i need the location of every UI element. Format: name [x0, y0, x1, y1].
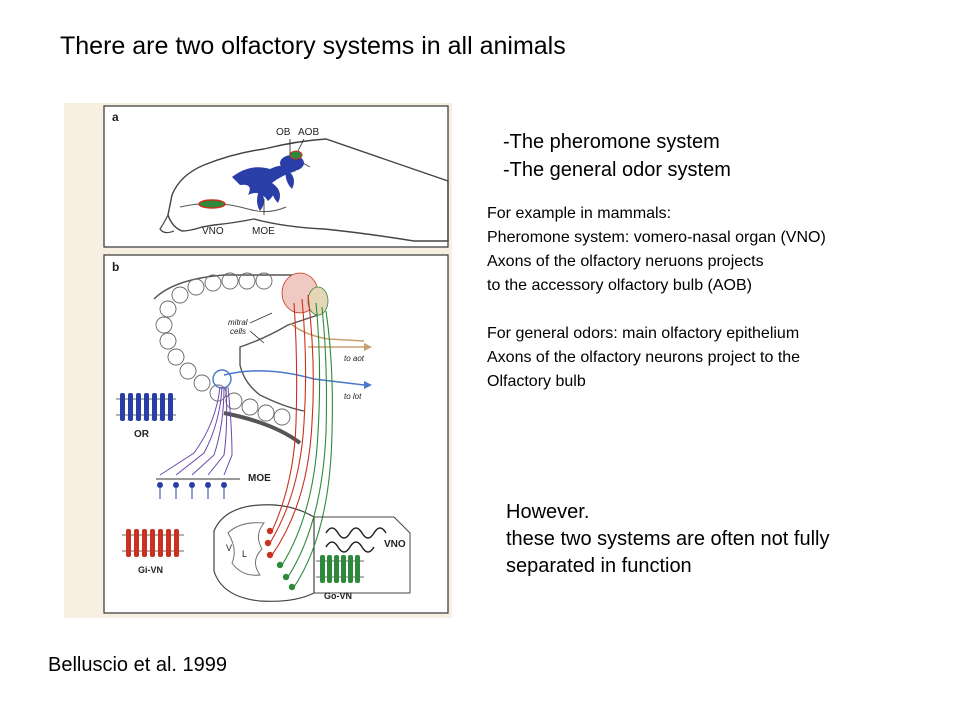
moe-axons: [159, 386, 233, 476]
label-vno-b: VNO: [384, 539, 406, 550]
label-to-aot: to aot: [344, 354, 365, 363]
label-gi-vn: Gi-VN: [138, 565, 163, 575]
olfactory-figure: a OB AOB VNO MOE: [64, 103, 452, 618]
snout-outline: [159, 214, 175, 234]
tan-mitral-axon: [289, 322, 365, 342]
aob-blob: [289, 150, 303, 160]
however-line: these two systems are often not fully: [506, 528, 830, 550]
example-line: Olfactory bulb: [487, 373, 586, 390]
label-moe-b: MOE: [248, 473, 271, 484]
moe-dendrites: [159, 488, 225, 499]
slide-title: There are two olfactory systems in all a…: [60, 32, 566, 60]
label-or: OR: [134, 429, 150, 440]
label-ob: OB: [276, 127, 291, 138]
vno-axons: [269, 294, 333, 588]
label-v: V: [226, 543, 232, 553]
label-cells: cells: [230, 327, 246, 336]
panel-b-letter: b: [112, 260, 119, 274]
olfactory-diagram: a OB AOB VNO MOE: [64, 103, 452, 618]
citation: Belluscio et al. 1999: [48, 654, 228, 676]
vno-receptor-coil: [325, 527, 387, 539]
however-line: However.: [506, 501, 590, 523]
vno-blob: [198, 199, 226, 209]
lot-line: [223, 370, 365, 386]
or-receptor: [116, 393, 176, 421]
lot-arrow: [364, 381, 372, 389]
example-line: [487, 298, 826, 322]
however-line: separated in function: [506, 555, 692, 577]
vno-green-neurons: [276, 561, 296, 591]
head-outline: [167, 138, 449, 242]
example-line: For general odors: main olfactory epithe…: [487, 325, 800, 342]
moe-turbinates: [232, 165, 296, 211]
mitral-pointer-2: [249, 330, 265, 344]
label-l: L: [242, 549, 247, 559]
panel-a-letter: a: [112, 110, 119, 124]
vno-red-neurons: [264, 527, 274, 559]
go-vn-receptor: [316, 555, 364, 583]
however-block: However. these two systems are often not…: [506, 499, 830, 580]
example-line: Axons of the olfactory neurons project t…: [487, 349, 801, 366]
example-line: Pheromone system: vomero-nasal organ (VN…: [487, 229, 826, 246]
aot-arrow: [364, 343, 372, 351]
vno-box: [314, 516, 411, 594]
aob-posterior: [307, 286, 329, 316]
aob-pointer: [297, 138, 305, 152]
vno-receptor-coil-2: [325, 541, 375, 553]
example-line: to the accessory olfactory bulb (AOB): [487, 277, 752, 294]
label-moe-a: MOE: [252, 226, 275, 237]
bulb-outline: [153, 274, 319, 412]
vno-lumen: [227, 522, 265, 576]
mitral-pointer-1: [249, 312, 273, 324]
example-line: Axons of the olfactory neruons projects: [487, 253, 764, 270]
systems-list: -The pheromone system -The general odor …: [503, 128, 731, 184]
label-vno-a: VNO: [202, 226, 224, 237]
example-line: For example in mammals:: [487, 205, 672, 222]
example-block: For example in mammals: Pheromone system…: [487, 202, 826, 394]
label-mitral: mitral: [228, 318, 248, 327]
moe-neurons: [157, 482, 227, 488]
label-aob: AOB: [298, 127, 319, 138]
systems-item-pheromone: -The pheromone system: [503, 131, 720, 153]
panel-b-frame: [103, 254, 449, 614]
label-to-lot: to lot: [344, 392, 362, 401]
systems-item-general: -The general odor system: [503, 159, 731, 181]
gi-vn-receptor: [122, 529, 184, 557]
label-go-vn: Go-VN: [324, 591, 352, 601]
